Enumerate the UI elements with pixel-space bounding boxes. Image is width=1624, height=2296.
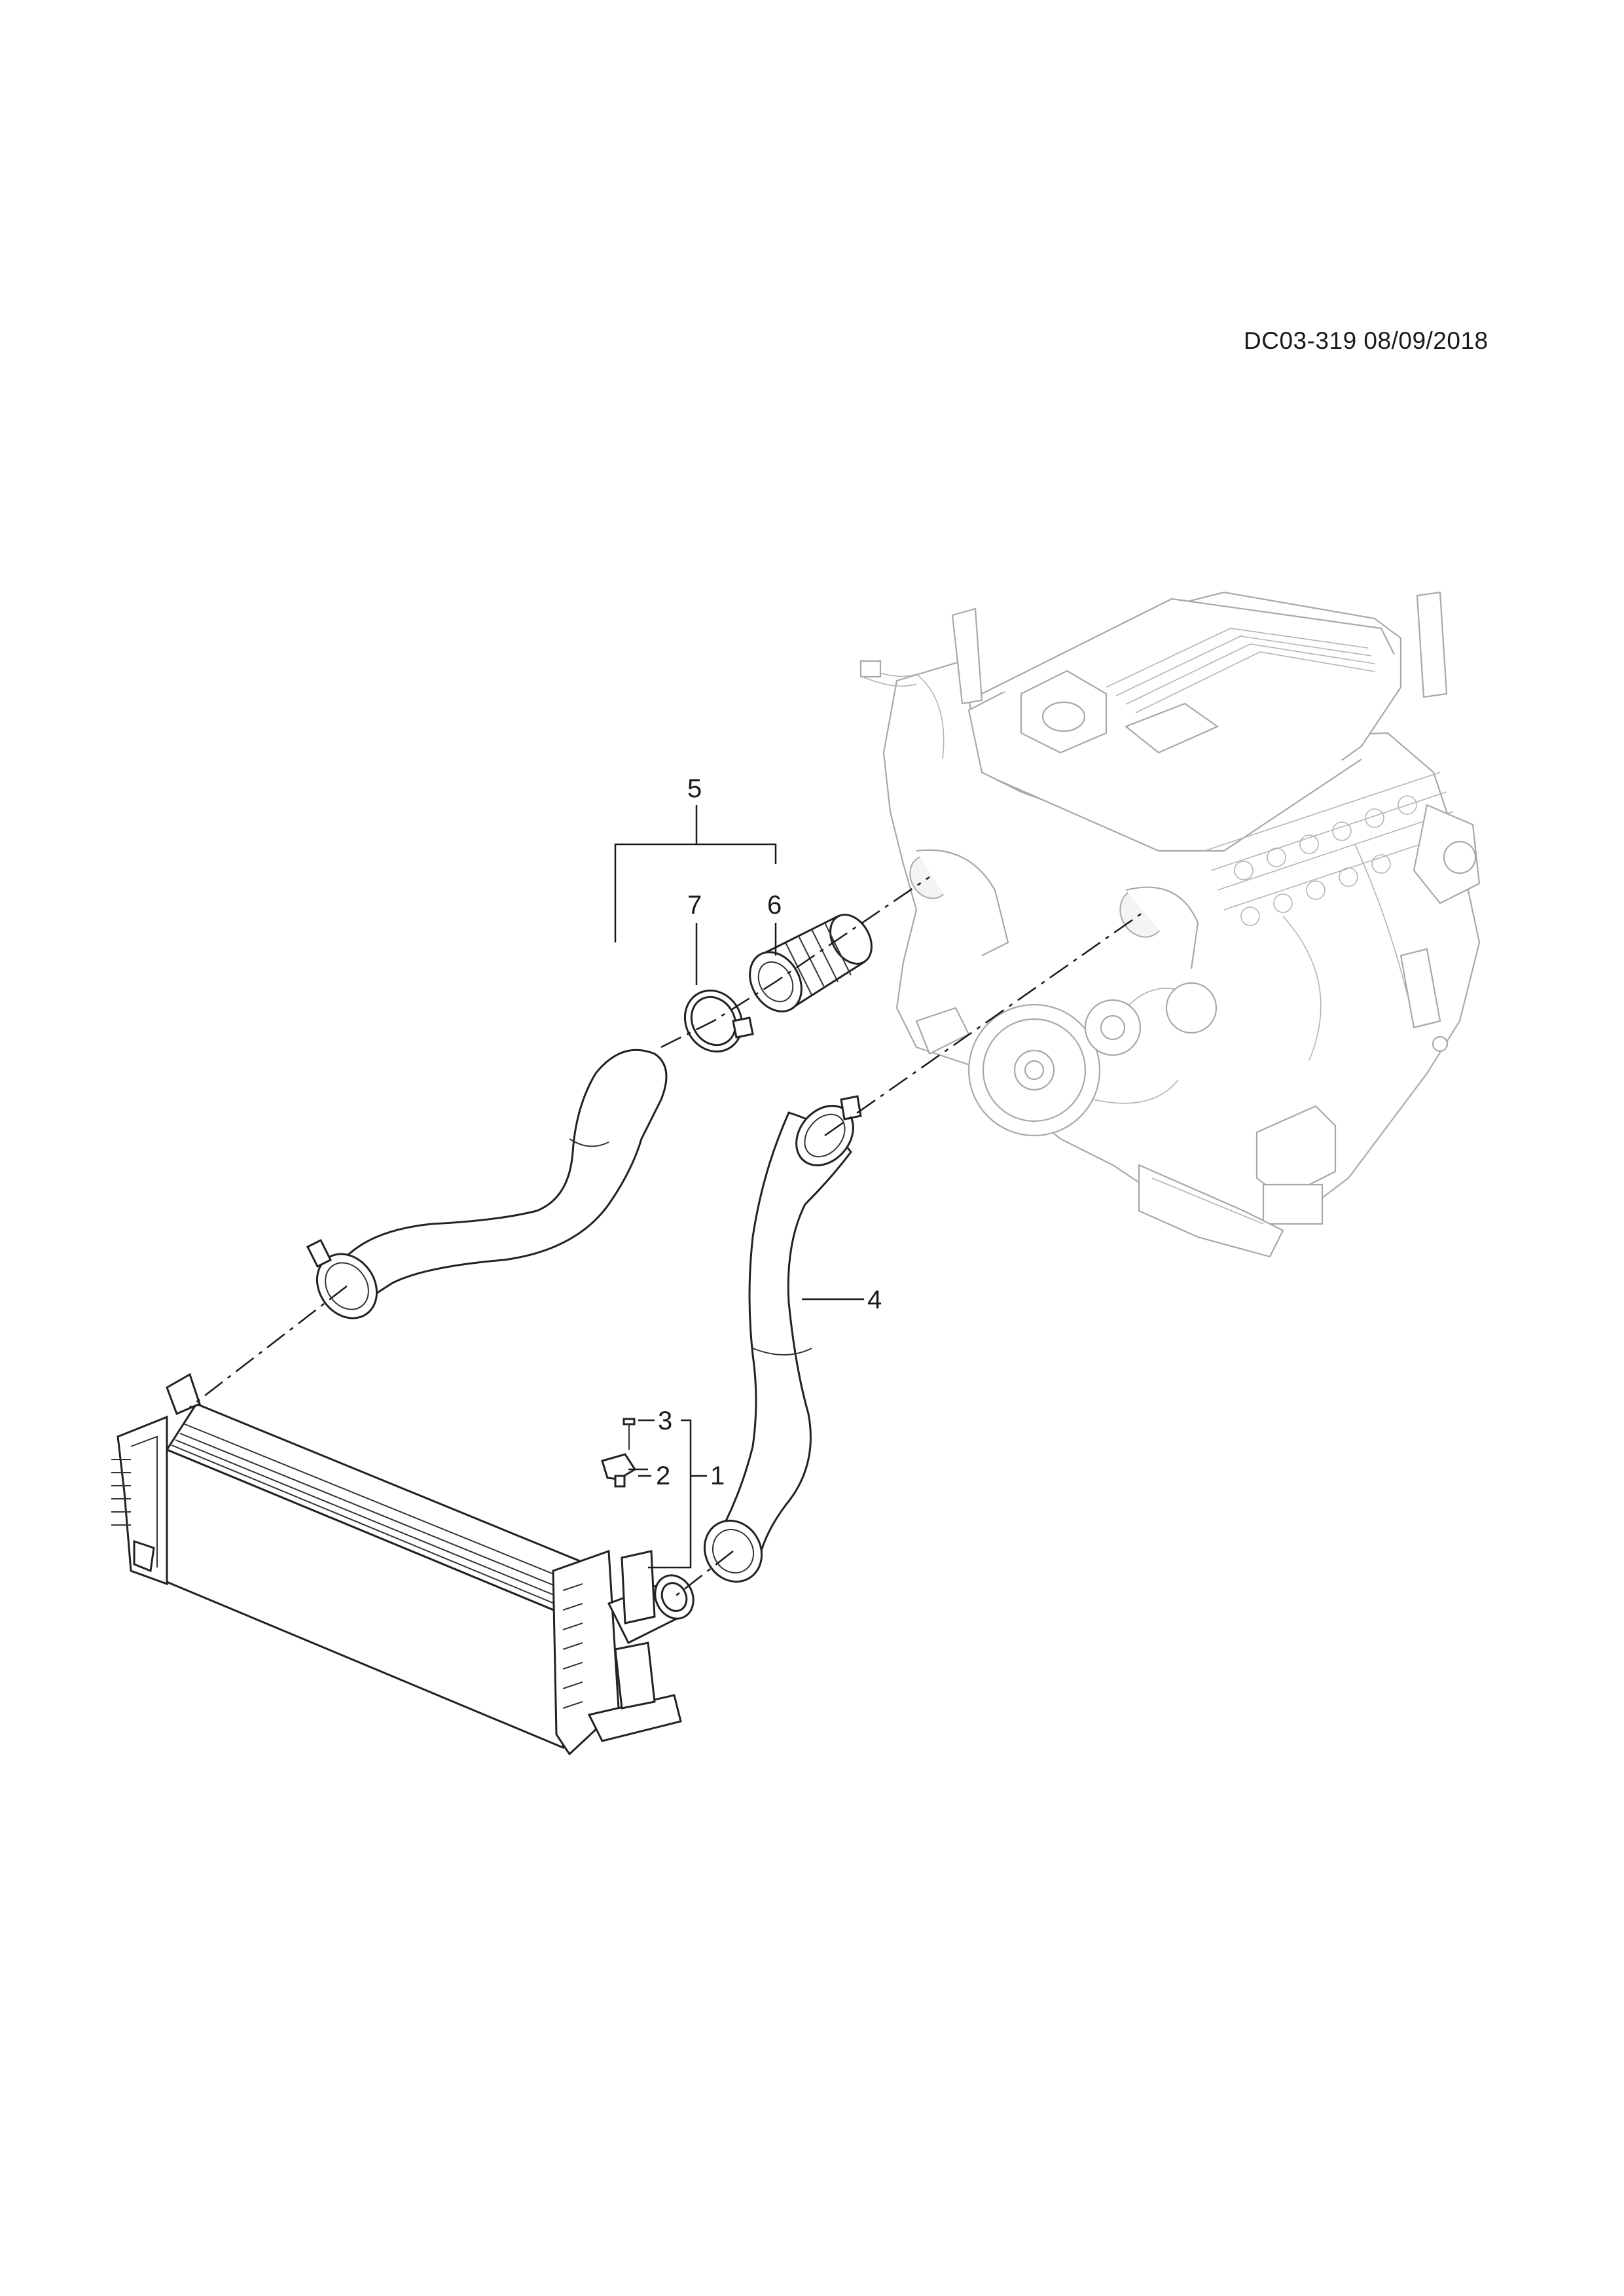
assembly-line bbox=[660, 876, 930, 1049]
assembly-line bbox=[824, 912, 1143, 1137]
callout-3: 3 bbox=[658, 1407, 672, 1435]
callout-7: 7 bbox=[687, 891, 702, 920]
charge-air-hose-icon bbox=[703, 1095, 862, 1583]
document-id: DC03-319 08/09/2018 bbox=[1244, 327, 1489, 354]
intercooler-illustration-icon bbox=[111, 1372, 695, 1756]
assembly-line bbox=[674, 1551, 734, 1598]
callout-6: 6 bbox=[767, 891, 782, 920]
callout-1: 1 bbox=[710, 1462, 725, 1490]
charge-air-hose-icon bbox=[306, 1049, 668, 1319]
pressure-sensor-icon bbox=[601, 1453, 637, 1488]
engine-illustration-icon bbox=[859, 591, 1481, 1258]
callout-2: 2 bbox=[656, 1462, 670, 1490]
callout-4: 4 bbox=[867, 1285, 882, 1314]
resonator-duct-icon bbox=[749, 914, 873, 1013]
assembly-line bbox=[189, 1285, 348, 1408]
bolt-icon bbox=[623, 1418, 636, 1450]
callout-5: 5 bbox=[687, 774, 702, 803]
